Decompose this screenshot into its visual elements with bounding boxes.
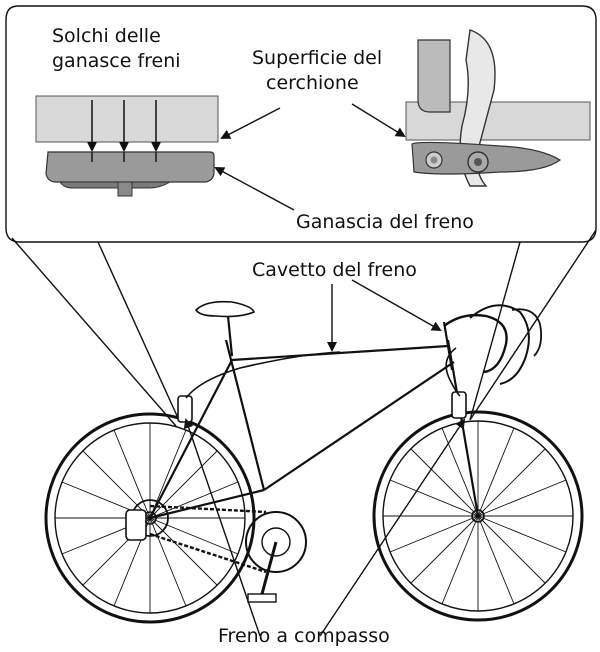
label-solchi-line2: ganasce freni	[52, 50, 181, 72]
caliper-arm-left	[417, 39, 451, 113]
arrow-superficie-left	[220, 107, 281, 139]
brake-shoe	[45, 151, 215, 183]
callout-tail-left-b	[11, 237, 177, 427]
callout-tail-right-a	[469, 241, 521, 421]
inset-arrows	[214, 103, 406, 211]
pedal	[247, 593, 277, 603]
front-brake-caliper	[451, 391, 467, 419]
crank-arm	[260, 541, 278, 595]
arrow-ganascia	[214, 167, 295, 211]
label-superficie-line1: Superficie del	[252, 47, 383, 69]
arrow-freno-front	[319, 418, 466, 637]
brake-shoe-holder	[59, 181, 172, 189]
bike-arrows	[183, 279, 466, 637]
caliper-inset	[405, 29, 591, 187]
arrow-cavetto-bar	[351, 279, 442, 331]
arrow-freno-rear	[183, 418, 261, 637]
label-ganascia: Ganascia del freno	[296, 211, 474, 233]
label-solchi-line1: Solchi delle	[52, 25, 161, 47]
saddle	[194, 300, 255, 318]
label-superficie: Superficie del cerchione	[252, 46, 382, 96]
front-brake-cable	[445, 347, 461, 397]
label-freno-compasso: Freno a compasso	[218, 625, 390, 647]
label-cavetto: Cavetto del freno	[252, 259, 417, 281]
brake-shoe-inset	[35, 95, 219, 197]
chain	[149, 504, 267, 574]
handlebar	[443, 313, 508, 374]
label-solchi: Solchi delle ganasce freni	[52, 24, 181, 74]
callout-tail-right-b	[469, 229, 597, 421]
rear-brake-cable	[185, 351, 341, 399]
chainring	[245, 511, 307, 573]
brake-shoe-bolt	[117, 181, 133, 197]
seatpost	[226, 315, 234, 357]
arrow-superficie-right	[351, 103, 406, 138]
handlebar-drop	[469, 304, 530, 385]
label-superficie-line2: cerchione	[266, 72, 359, 94]
frame	[149, 321, 480, 520]
rim-section	[35, 95, 219, 143]
rear-derailleur	[125, 509, 147, 541]
front-spokes	[383, 421, 573, 611]
bicycle	[44, 300, 584, 624]
callout-tail-left-a	[97, 241, 179, 419]
brake-lever	[511, 308, 543, 357]
rear-brake-caliper	[177, 395, 193, 423]
